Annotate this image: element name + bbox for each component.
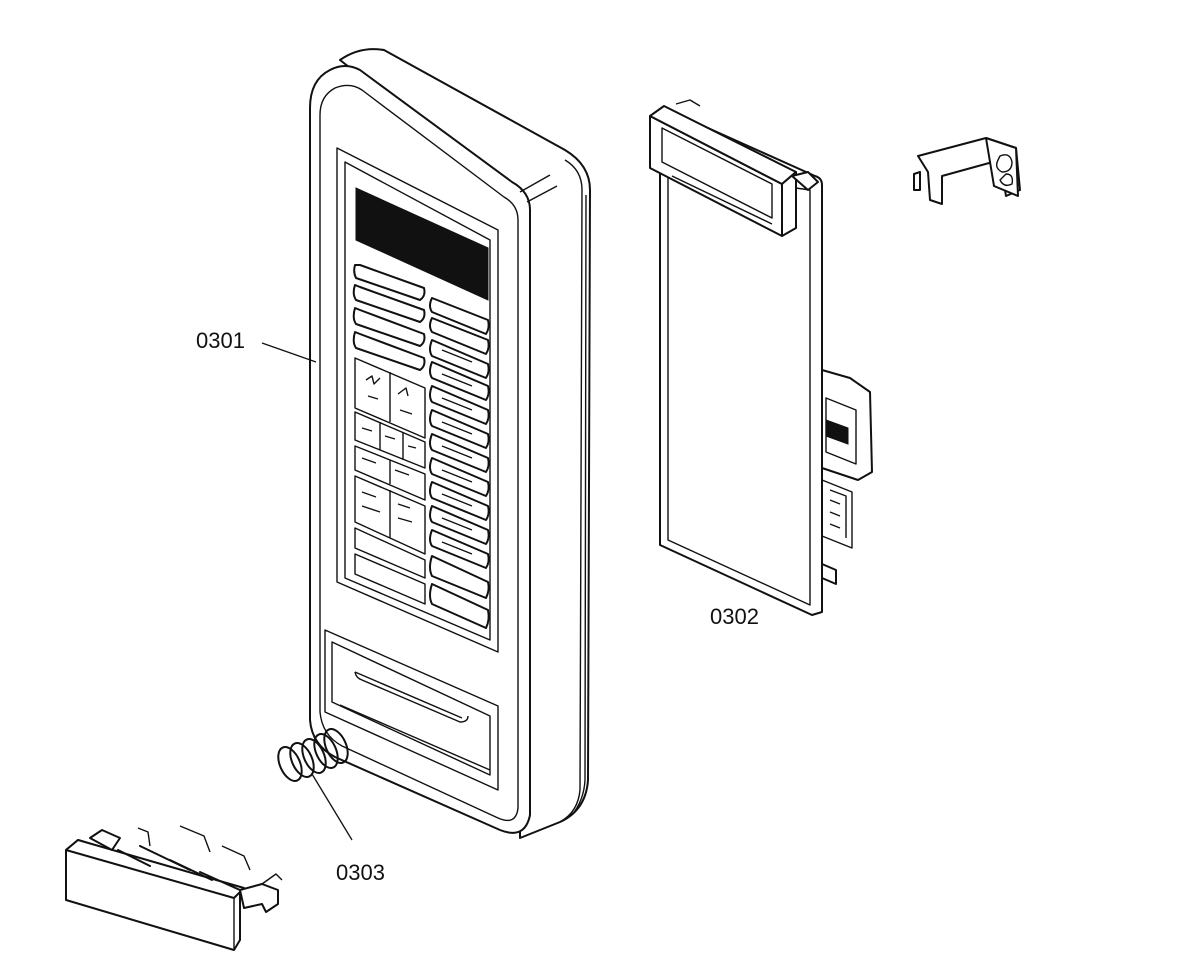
left-button-column: [352, 264, 426, 605]
right-button-column: [429, 297, 490, 629]
callout-0303: 0303: [336, 860, 385, 885]
callout-0301: 0301: [196, 328, 245, 353]
door-release-button: [65, 825, 283, 951]
leader-line-0301: [261, 342, 317, 363]
leader-line-0303: [311, 773, 353, 841]
callout-0302: 0302: [710, 604, 759, 629]
spring: [277, 728, 349, 782]
control-panel-front: [309, 48, 591, 839]
mounting-bracket: [913, 137, 1021, 205]
circuit-board: [649, 99, 873, 616]
